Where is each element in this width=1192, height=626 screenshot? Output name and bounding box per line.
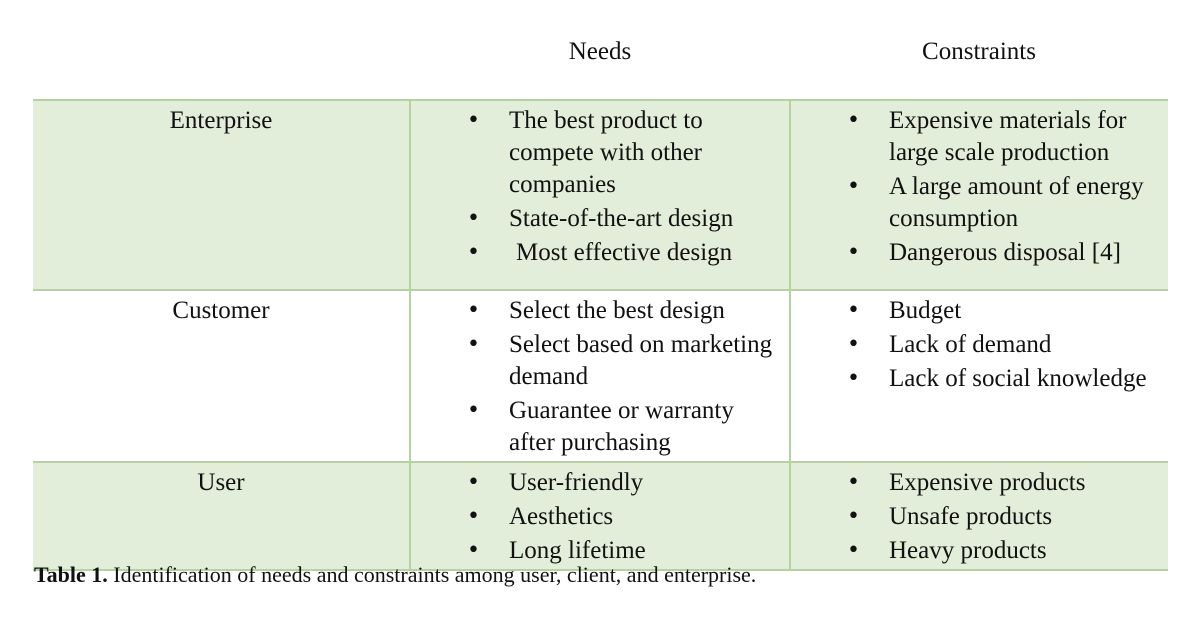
- list-item: Select based on marketing demand: [411, 329, 789, 393]
- list-item: Guarantee or warranty after purchasing: [411, 395, 789, 459]
- constraints-column-header: Constraints: [922, 38, 1036, 65]
- list-item: Long lifetime: [411, 535, 789, 567]
- list-item: A large amount of energy consumption: [791, 171, 1168, 235]
- list-item: Heavy products: [791, 535, 1168, 567]
- table-row-user: User User-friendly Aesthetics Long lifet…: [33, 461, 1168, 571]
- table-caption: Table 1. Identification of needs and con…: [34, 561, 756, 589]
- list-item: Most effective design: [411, 237, 789, 269]
- caption-text: Identification of needs and constraints …: [107, 562, 757, 587]
- stakeholder-cell: User: [33, 461, 411, 571]
- needs-cell: Select the best design Select based on m…: [409, 289, 791, 463]
- needs-column-header: Needs: [568, 38, 632, 65]
- list-item: Expensive materials for large scale prod…: [791, 105, 1168, 169]
- needs-constraints-table: Enterprise The best product to compete w…: [33, 99, 1168, 571]
- list-item: Budget: [791, 295, 1168, 327]
- stakeholder-label: User: [197, 469, 245, 496]
- list-item: Expensive products: [791, 467, 1168, 499]
- list-item: State-of-the-art design: [411, 203, 789, 235]
- list-item: Aesthetics: [411, 501, 789, 533]
- stakeholder-label: Enterprise: [169, 107, 273, 134]
- list-item: The best product to compete with other c…: [411, 105, 789, 201]
- table-row-enterprise: Enterprise The best product to compete w…: [33, 99, 1168, 291]
- needs-cell: The best product to compete with other c…: [409, 99, 791, 291]
- stakeholder-cell: Enterprise: [33, 99, 411, 291]
- needs-cell: User-friendly Aesthetics Long lifetime: [409, 461, 791, 571]
- list-item: Select the best design: [411, 295, 789, 327]
- list-item: Lack of demand: [791, 329, 1168, 361]
- list-item: Dangerous disposal [4]: [791, 237, 1168, 269]
- list-item: User-friendly: [411, 467, 789, 499]
- caption-label: Table 1.: [34, 562, 108, 587]
- list-item: Unsafe products: [791, 501, 1168, 533]
- constraints-cell: Budget Lack of demand Lack of social kno…: [789, 289, 1168, 463]
- stakeholder-cell: Customer: [33, 289, 411, 463]
- constraints-cell: Expensive materials for large scale prod…: [789, 99, 1168, 291]
- stakeholder-label: Customer: [172, 297, 270, 324]
- table-row-customer: Customer Select the best design Select b…: [33, 289, 1168, 463]
- list-item: Lack of social knowledge: [791, 363, 1168, 395]
- constraints-cell: Expensive products Unsafe products Heavy…: [789, 461, 1168, 571]
